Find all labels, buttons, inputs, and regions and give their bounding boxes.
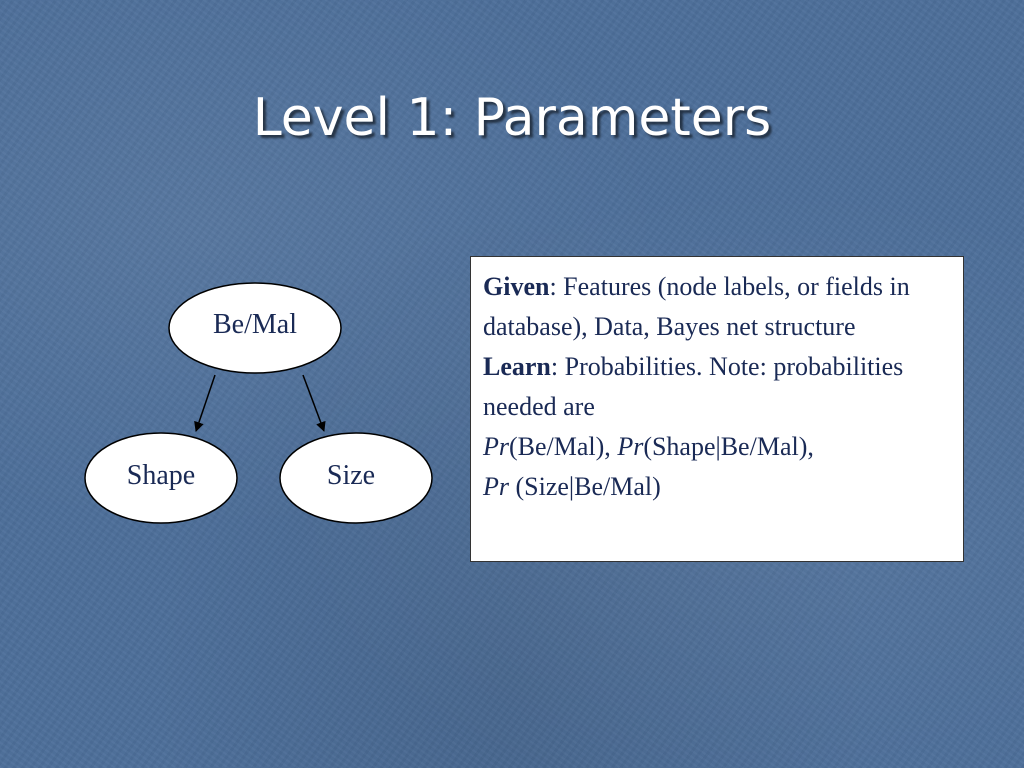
prob-term-1: (Be/Mal), (509, 432, 618, 461)
node-bemal: Be/Mal (168, 282, 342, 374)
prob-term-2: (Shape|Be/Mal), (643, 432, 814, 461)
prob-term-3: (Size|Be/Mal) (509, 472, 661, 501)
given-paragraph: Given: Features (node labels, or fields … (483, 267, 953, 347)
learn-text: : Probabilities. Note: probabilities nee… (483, 352, 904, 421)
edge-bemal-to-size (302, 374, 326, 432)
learn-paragraph: Learn: Probabilities. Note: probabilitie… (483, 347, 953, 507)
node-shape: Shape (84, 432, 238, 524)
edge-bemal-to-shape (194, 374, 216, 432)
info-box: Given: Features (node labels, or fields … (470, 256, 964, 562)
given-keyword: Given (483, 272, 550, 301)
pr-symbol-3: Pr (483, 472, 509, 501)
node-shape-label: Shape (127, 460, 195, 491)
pr-symbol-1: Pr (483, 432, 509, 461)
node-size: Size (279, 432, 433, 524)
given-text: : Features (node labels, or fields in da… (483, 272, 910, 341)
node-bemal-label: Be/Mal (213, 309, 297, 340)
learn-keyword: Learn (483, 352, 551, 381)
node-size-label: Size (327, 460, 375, 491)
pr-symbol-2: Pr (617, 432, 644, 461)
slide-title: Level 1: Parameters (252, 88, 772, 148)
